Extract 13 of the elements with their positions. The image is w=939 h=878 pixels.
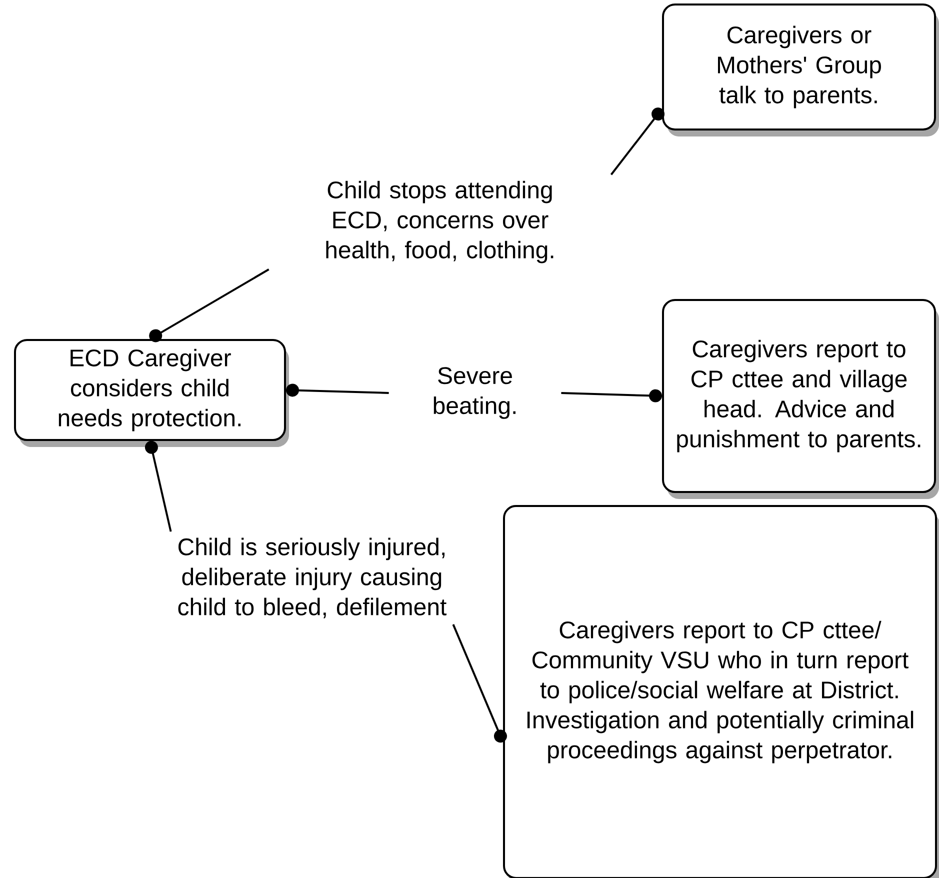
connector: [149, 268, 270, 342]
rounded-box: Caregivers report to CP cttee and village head. Advice and punishment to parents.: [662, 299, 939, 499]
connector: [144, 440, 172, 532]
connector: [286, 384, 389, 397]
connector: [452, 624, 507, 743]
rounded-box: ECD Caregiver considers child needs protection.: [14, 339, 289, 447]
connector-text: Child is seriously injured, deliberate injury causing child to bleed, defilement: [178, 538, 446, 618]
rounded-box: Caregivers report to CP cttee/ Community VSU who in turn report to police/social welfare at District. Investigation and potentially criminal proceedings against perpetrator.: [503, 505, 939, 878]
connector-text: Child stops attending ECD, concerns over health, food, clothing.: [326, 180, 554, 264]
rounded-box: Caregivers or Mothers' Group talk to parents.: [662, 4, 939, 136]
connector: [610, 108, 665, 176]
connector: [561, 389, 662, 402]
connector-text: Severe beating.: [434, 367, 516, 419]
